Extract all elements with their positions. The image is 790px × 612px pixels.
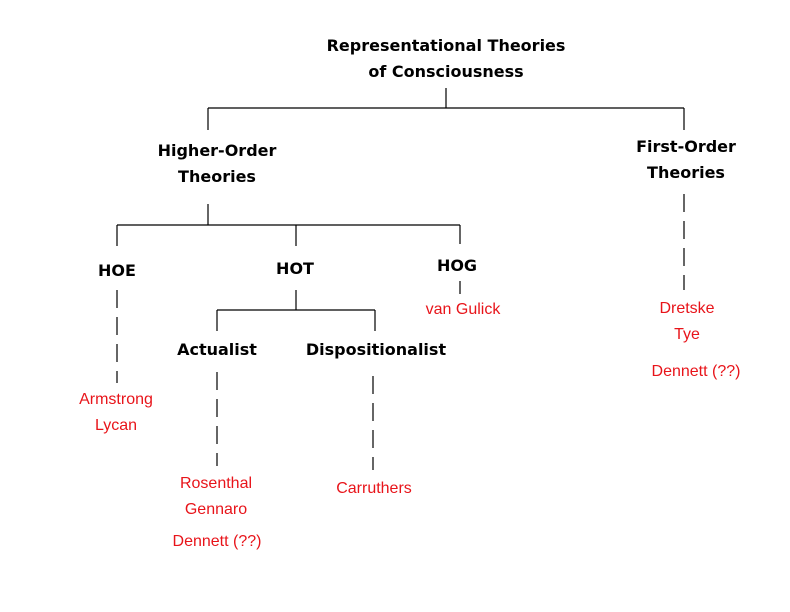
hoe-node: HOE: [98, 261, 136, 280]
first-order-person-2: Tye: [674, 326, 700, 343]
higher-order-node: Higher-Order Theories: [137, 138, 297, 190]
hot-node: HOT: [276, 259, 314, 278]
higher-order-node-line-2: Theories: [178, 167, 256, 186]
first-order-node-line-1: First-Order: [636, 137, 736, 156]
hoe-person-1: Armstrong: [79, 391, 153, 408]
hog-node: HOG: [436, 256, 478, 275]
hoe-person-2: Lycan: [94, 417, 138, 434]
actualist-person-2: Gennaro: [184, 501, 248, 518]
first-order-dennett: Dennett (??): [651, 363, 741, 380]
root-node: Representational Theories of Consciousne…: [286, 33, 606, 85]
first-order-people: Dretske Tye: [627, 296, 747, 348]
root-node-line-2: of Consciousness: [368, 62, 524, 81]
actualist-node: Actualist: [177, 340, 257, 359]
hoe-people: Armstrong Lycan: [56, 387, 176, 439]
root-node-line-1: Representational Theories: [326, 36, 566, 55]
actualist-people: Rosenthal Gennaro: [156, 471, 276, 523]
higher-order-node-line-1: Higher-Order: [157, 141, 277, 160]
dispositionalist-people: Carruthers: [314, 476, 434, 502]
first-order-person-1: Dretske: [659, 300, 715, 317]
actualist-dennett: Dennett (??): [172, 533, 262, 550]
first-order-node: First-Order Theories: [606, 134, 766, 186]
hog-person-1: van Gulick: [425, 301, 501, 318]
first-order-node-line-2: Theories: [647, 163, 725, 182]
actualist-person-1: Rosenthal: [179, 475, 253, 492]
hog-people: van Gulick: [398, 297, 528, 323]
dispositionalist-node: Dispositionalist: [305, 340, 447, 359]
dispositionalist-person-1: Carruthers: [336, 480, 412, 497]
